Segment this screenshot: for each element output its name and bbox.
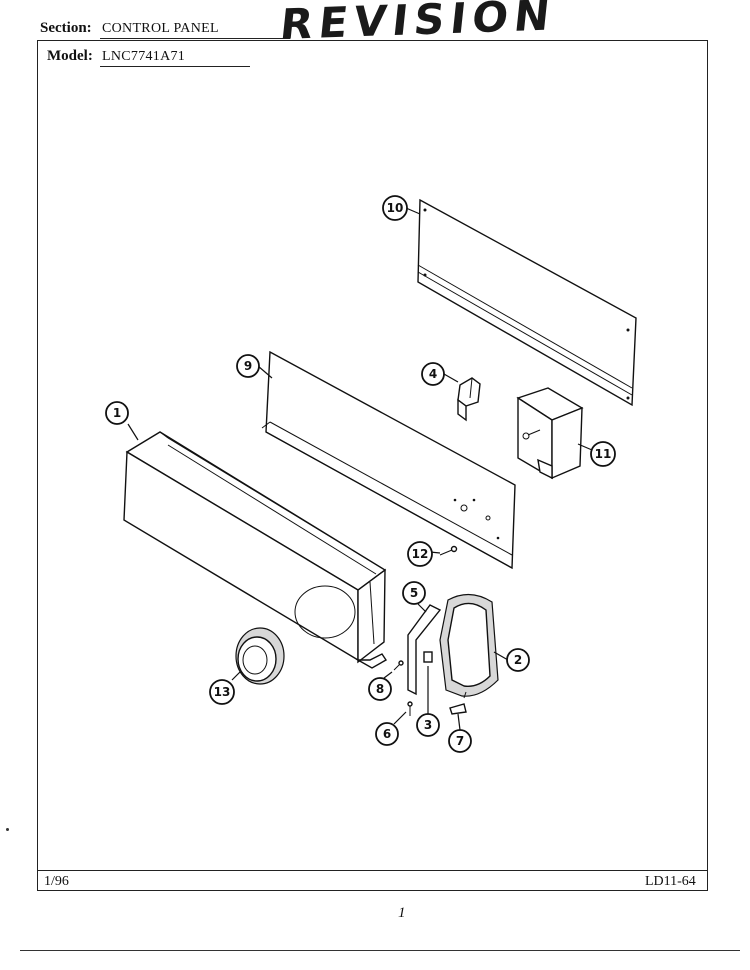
callout-3: 3 [416, 713, 440, 737]
page-bottom-rule [20, 950, 740, 951]
callout-9: 9 [236, 354, 260, 378]
part-11-control-box [516, 387, 584, 480]
leader-lines [127, 207, 593, 731]
callout-6: 6 [375, 722, 399, 746]
section-underline [100, 38, 290, 39]
model-value: LNC7741A71 [102, 49, 186, 64]
callout-4: 4 [421, 362, 445, 386]
callout-13: 13 [209, 679, 235, 705]
callout-6-label: 6 [383, 727, 391, 741]
part-2-end-cap [439, 593, 499, 699]
callout-5-label: 5 [410, 586, 418, 600]
callout-5: 5 [402, 581, 426, 605]
part-8-screw [393, 660, 404, 671]
footer-code: LD11-64 [645, 874, 696, 889]
callout-11-label: 11 [595, 447, 612, 461]
part-4-bracket [457, 377, 481, 422]
footer-date: 1/96 [44, 874, 69, 889]
callout-10-label: 10 [387, 201, 404, 215]
callout-13-label: 13 [214, 685, 231, 699]
callout-4-label: 4 [429, 367, 437, 381]
part-13-knob [235, 627, 285, 685]
callout-1-label: 1 [113, 406, 121, 420]
callout-8: 8 [368, 677, 392, 701]
callout-12: 12 [407, 541, 433, 567]
part-10-back-panel [417, 198, 637, 407]
callout-2-label: 2 [514, 653, 522, 667]
part-3-clip [423, 651, 433, 663]
callout-10: 10 [382, 195, 408, 221]
section-label: Section: [40, 20, 92, 36]
callout-2: 2 [506, 648, 530, 672]
part-1-control-housing [123, 431, 387, 669]
model-label: Model: [47, 48, 93, 64]
callout-11: 11 [590, 441, 616, 467]
callout-1: 1 [105, 401, 129, 425]
part-5-trim-strip [407, 604, 442, 696]
part-12-screw [439, 545, 458, 556]
part-6-screw [407, 701, 413, 716]
model-underline [100, 66, 250, 67]
callout-7-label: 7 [456, 734, 464, 748]
callout-3-label: 3 [424, 718, 432, 732]
callout-9-label: 9 [244, 359, 252, 373]
drawing-frame [37, 40, 708, 891]
stray-mark [6, 828, 9, 831]
part-9-inner-panel [261, 350, 516, 570]
part-7-clip [449, 703, 467, 715]
callout-7: 7 [448, 729, 472, 753]
callout-12-label: 12 [412, 547, 429, 561]
footer-divider [37, 870, 708, 871]
section-value: CONTROL PANEL [102, 21, 219, 36]
page-mark: 1 [398, 905, 406, 921]
callout-8-label: 8 [376, 682, 384, 696]
